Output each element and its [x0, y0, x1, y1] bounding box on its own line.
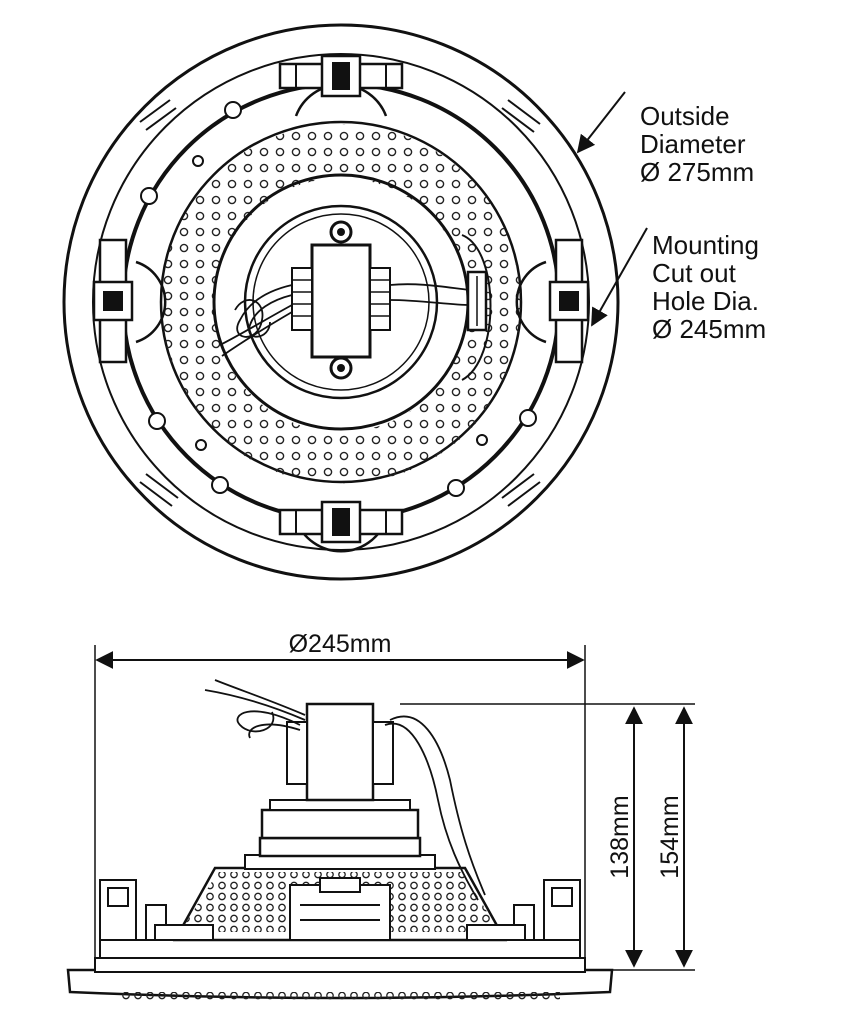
height-inner-label: 138mm — [606, 795, 634, 878]
magnet-stack — [258, 799, 422, 858]
screw-icon — [140, 187, 158, 205]
screw-icon — [447, 479, 465, 497]
speaker-flange — [66, 957, 614, 1000]
outside-diameter-label: Outside Diameter Ø 275mm — [640, 101, 754, 187]
wire-bundle — [219, 283, 471, 357]
mounting-label-line-1: Mounting — [652, 230, 759, 260]
mounting-clamp-top — [278, 54, 404, 117]
terminal-block — [461, 234, 492, 381]
height-outer-label: 154mm — [656, 795, 684, 878]
side-view: Ø245mm 138mm 154mm — [66, 630, 695, 1000]
frame-details — [99, 877, 581, 941]
cone-basket — [172, 854, 508, 942]
mounting-clamp-bottom — [278, 500, 404, 553]
mounting-clamp-left — [92, 238, 167, 364]
outside-diameter-leader — [576, 91, 626, 154]
baffle-screws — [140, 101, 537, 497]
side-wire-bundle — [204, 679, 486, 901]
mounting-cutout-label: Mounting Cut out Hole Dia. Ø 245mm — [652, 230, 766, 344]
flange-slots — [139, 99, 541, 507]
screw-icon — [519, 409, 537, 427]
baffle-plate — [99, 939, 581, 959]
mounting-label-line-2: Cut out — [652, 258, 737, 288]
screw-icon — [224, 101, 242, 119]
mounting-label-line-3: Hole Dia. — [652, 286, 759, 316]
mounting-label-line-4: Ø 245mm — [652, 314, 766, 344]
width-dimension-label: Ø245mm — [289, 630, 392, 658]
mounting-clamp-right — [515, 238, 590, 364]
screw-icon — [476, 434, 488, 446]
outside-label-line-3: Ø 275mm — [640, 157, 754, 187]
outside-label-line-2: Diameter — [640, 129, 746, 159]
transformer-side — [286, 702, 394, 802]
screw-icon — [148, 412, 166, 430]
transformer — [291, 220, 391, 380]
outside-label-line-1: Outside — [640, 101, 730, 131]
screw-icon — [211, 476, 229, 494]
screw-icon — [192, 155, 204, 167]
top-view: Outside Diameter Ø 275mm Mounting Cut ou… — [62, 23, 766, 581]
screw-icon — [195, 439, 207, 451]
cutout-leader — [591, 227, 648, 327]
outer-flange-circle — [62, 23, 620, 581]
